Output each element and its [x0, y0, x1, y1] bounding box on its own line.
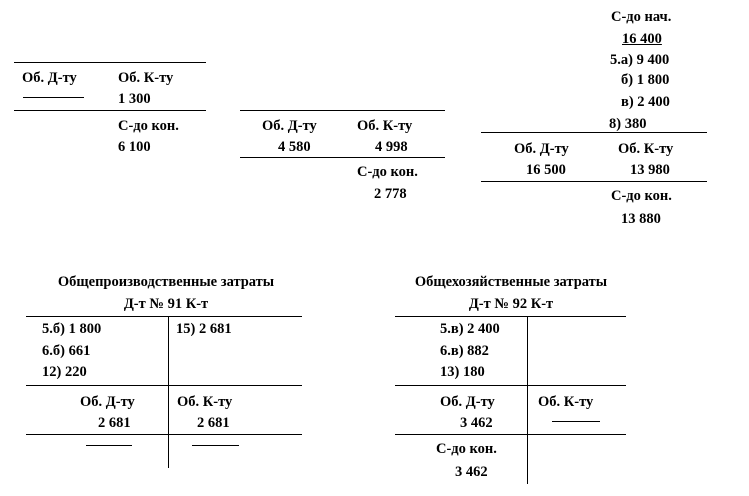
account-title: Общепроизводственные затраты: [57, 274, 275, 290]
account-subtitle: Д-т № 92 К-т: [468, 296, 554, 312]
closing-balance-value: 6 100: [118, 139, 151, 155]
closing-balance-label: С-до кон.: [118, 118, 179, 134]
turnover-rule: [395, 385, 626, 386]
debit-turnover-value: 3 462: [460, 415, 493, 431]
t-account-divider: [527, 316, 528, 484]
credit-turnover-label: Об. К-ту: [538, 394, 594, 410]
credit-turnover-value: 2 681: [197, 415, 230, 431]
debit-turnover-value: 4 580: [278, 139, 311, 155]
credit-balance-dash: [192, 445, 239, 446]
balance-rule: [395, 434, 626, 435]
opening-balance-value: 16 400: [622, 31, 662, 47]
credit-turnover-value: 1 300: [118, 91, 151, 107]
top-rule: [14, 62, 206, 63]
credit-turnover-dash: [552, 421, 600, 422]
closing-balance-value: 2 778: [374, 186, 407, 202]
turnover-rule: [481, 181, 707, 182]
debit-entry: 5.б) 1 800: [42, 321, 102, 337]
t-account-top-rule: [26, 316, 302, 317]
opening-balance-label: С-до нач.: [611, 9, 672, 25]
debit-turnover-label: Об. Д-ту: [440, 394, 495, 410]
debit-entry: 6.б) 661: [42, 343, 91, 359]
closing-balance-label: С-до кон.: [436, 441, 497, 457]
debit-entry: 5.в) 2 400: [440, 321, 500, 337]
top-rule: [481, 132, 707, 133]
credit-entry: б) 1 800: [621, 72, 670, 88]
closing-balance-label: С-до кон.: [611, 188, 672, 204]
debit-turnover-value: 2 681: [98, 415, 131, 431]
balance-rule: [26, 434, 302, 435]
credit-entry: 5.а) 9 400: [610, 52, 670, 68]
debit-entry: 12) 220: [42, 364, 87, 380]
credit-turnover-value: 4 998: [375, 139, 408, 155]
account-subtitle: Д-т № 91 К-т: [123, 296, 209, 312]
credit-turnover-label: Об. К-ту: [177, 394, 233, 410]
turnover-rule: [14, 110, 206, 111]
debit-turnover-label: Об. Д-ту: [262, 118, 317, 134]
debit-turnover-value: 16 500: [526, 162, 566, 178]
credit-turnover-value: 13 980: [630, 162, 670, 178]
debit-turnover-dash: [23, 97, 84, 98]
debit-entry: 13) 180: [440, 364, 485, 380]
credit-entry: в) 2 400: [621, 94, 670, 110]
closing-balance-value: 13 880: [621, 211, 661, 227]
debit-balance-dash: [86, 445, 132, 446]
debit-turnover-label: Об. Д-ту: [22, 70, 77, 86]
account-title: Общехозяйственные затраты: [414, 274, 608, 290]
credit-turnover-label: Об. К-ту: [357, 118, 413, 134]
top-rule: [240, 110, 445, 111]
credit-turnover-label: Об. К-ту: [118, 70, 174, 86]
credit-entry: 8) 380: [609, 116, 647, 132]
credit-entry: 15) 2 681: [176, 321, 232, 337]
turnover-rule: [26, 385, 302, 386]
t-account-top-rule: [395, 316, 626, 317]
closing-balance-value: 3 462: [455, 464, 488, 480]
closing-balance-label: С-до кон.: [357, 164, 418, 180]
credit-turnover-label: Об. К-ту: [618, 141, 674, 157]
debit-entry: 6.в) 882: [440, 343, 489, 359]
debit-turnover-label: Об. Д-ту: [80, 394, 135, 410]
t-account-divider: [168, 316, 169, 468]
turnover-rule: [240, 157, 445, 158]
debit-turnover-label: Об. Д-ту: [514, 141, 569, 157]
